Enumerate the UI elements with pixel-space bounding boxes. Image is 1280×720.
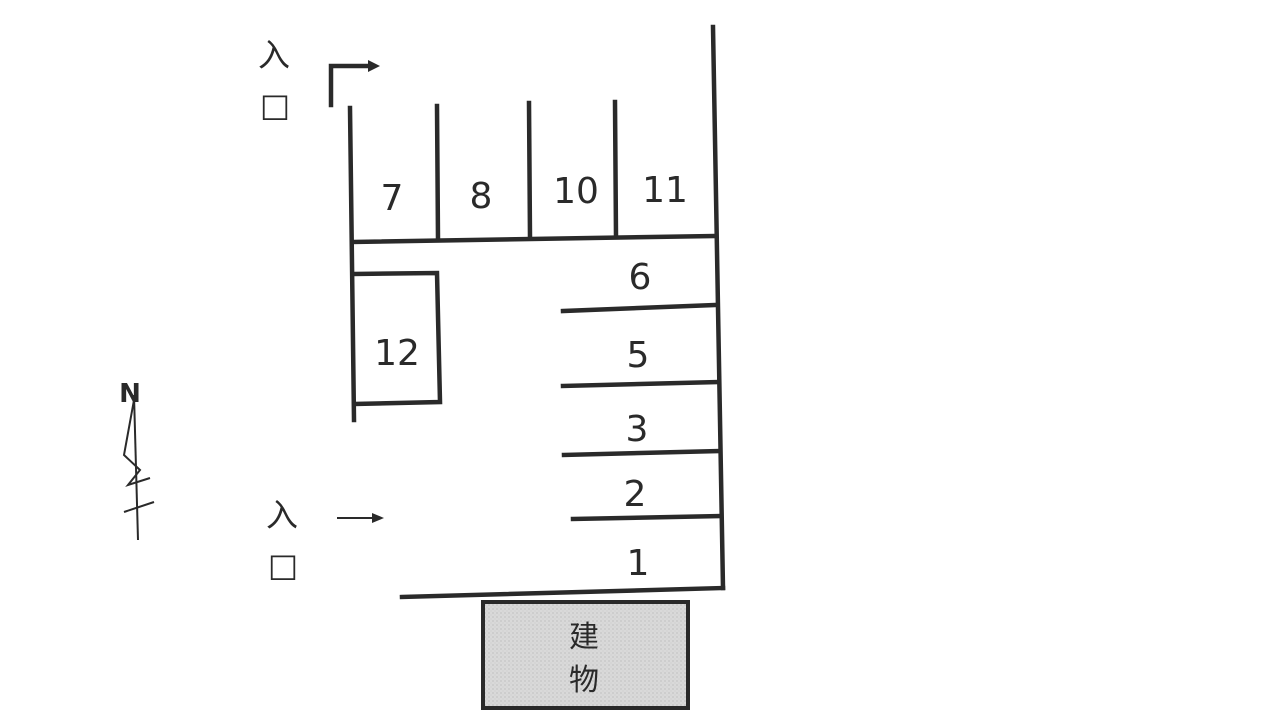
building-label-line2: 物 [569,663,599,698]
divider-2-1 [570,513,723,522]
divider-8-10 [526,100,533,241]
divider-3-2 [561,448,721,458]
space-2-label: 2 [624,474,647,515]
space-5-label: 5 [627,335,650,376]
space-8-label: 8 [470,176,493,217]
top-arrow-head-icon [368,60,380,72]
left-wall [347,105,357,423]
top-row-baseline [350,233,716,245]
bottom-arrow-head-icon [372,513,384,523]
space-11-label: 11 [642,170,688,211]
building-block [481,600,690,710]
entrance-bottom-char: 入 [266,496,298,534]
divider-7-8 [434,103,441,243]
divider-10-11 [612,99,619,240]
space-12-label: 12 [374,333,420,374]
entrance-top-char: 入 [258,36,290,74]
space-10-label: 10 [553,171,599,212]
north-label: N [119,379,141,409]
divider-6-5 [560,302,719,314]
bottom-wall [399,585,726,600]
entrance-top-box: □ [260,86,290,124]
top-entrance-arrow [328,63,373,108]
space-6-label: 6 [629,257,652,298]
building-label-line1: 建 [569,620,599,655]
entrance-bottom-box: □ [268,546,298,584]
north-arrow-icon [122,394,155,541]
space-3-label: 3 [626,409,649,450]
space-7-label: 7 [381,178,404,219]
space-1-label: 1 [627,543,650,584]
divider-5-3 [560,379,720,389]
right-wall [710,24,726,591]
space-12-box [351,270,443,407]
